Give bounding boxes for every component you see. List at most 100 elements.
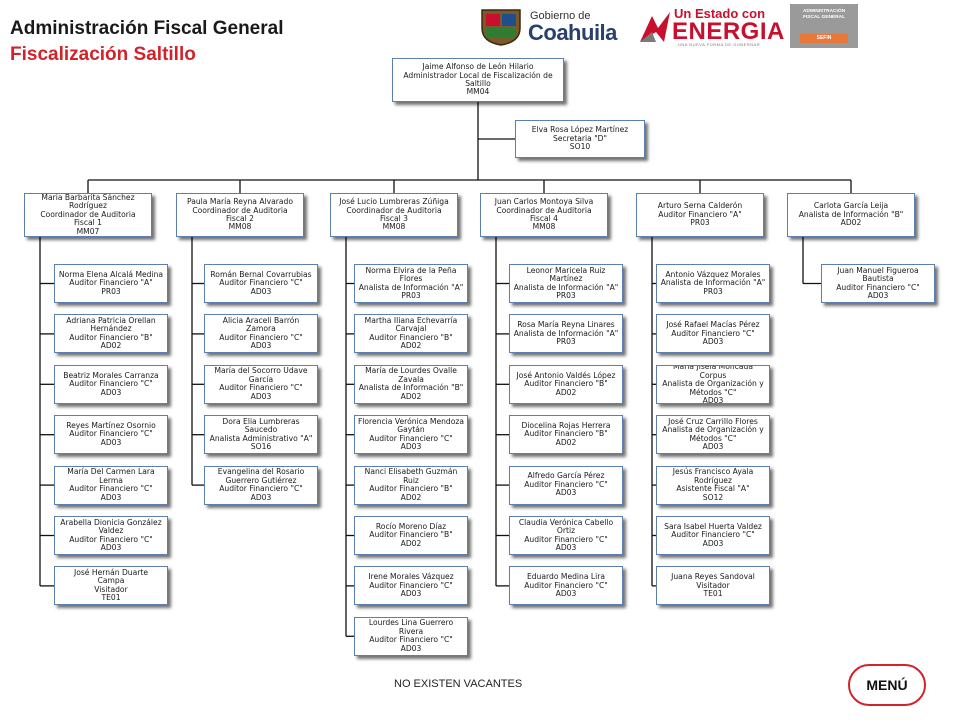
- box-line: Claudia Verónica Cabello: [518, 517, 614, 527]
- coahuila-shield-icon: [481, 9, 521, 46]
- box-line: MM08: [382, 222, 406, 232]
- box-line: AD03: [702, 538, 724, 548]
- sefin-line-2: FISCAL GENERAL: [802, 15, 846, 20]
- box-line: AD03: [250, 286, 272, 296]
- box-line: Valdez: [98, 526, 124, 536]
- box-line: María Del Carmen Lara: [67, 467, 155, 477]
- box-line: Secretaria "D": [552, 133, 608, 143]
- box-line: Analista de Organización y: [662, 425, 764, 435]
- box-line: Saltillo: [465, 79, 491, 88]
- box-line: Eduardo Medina Lira: [526, 572, 606, 582]
- box-line: Diocelina Rojas Herrera: [521, 421, 611, 431]
- box-line: Fiscal 2: [225, 214, 255, 223]
- box-line: Auditor Financiero "B": [369, 530, 453, 540]
- box-line: Román Bernal Covarrubias: [210, 269, 312, 279]
- box-line: AD03: [250, 341, 272, 351]
- box-line: Auditor Financiero "C": [219, 383, 303, 393]
- box-line: PR03: [556, 337, 576, 347]
- box-line: Auditor Financiero "B": [524, 379, 608, 389]
- box-line: AD03: [867, 290, 889, 300]
- box-line: García: [248, 374, 274, 384]
- box-line: Analista de Información "A": [513, 328, 619, 338]
- box-line: Lerma: [99, 475, 123, 485]
- box-line: Auditor Financiero "C": [671, 530, 755, 540]
- box-line: AD03: [702, 442, 724, 452]
- box-line: Jesús Francisco Ayala: [672, 467, 754, 477]
- box-line: Carlota García Leija: [813, 201, 889, 211]
- box-line: Auditor Financiero "A": [69, 278, 153, 288]
- box-line: AD03: [100, 387, 122, 397]
- box-line: AD03: [250, 391, 272, 401]
- box-line: José Lucio Lumbreras Zúñiga: [339, 197, 449, 207]
- box-line: Alicia Araceli Barrón Zamora: [222, 316, 300, 334]
- box-line: María Jisela Moncada Corpus: [673, 364, 753, 380]
- box-line: Dora Elia Lumbreras: [222, 416, 300, 426]
- box-line: Auditor Financiero "C": [369, 580, 453, 590]
- coahuila-name-text: Coahuila: [528, 20, 617, 45]
- box-line: AD02: [100, 341, 122, 351]
- box-line: Juana Reyes Sandoval: [671, 572, 755, 582]
- energia-main-text: ENERGIA: [672, 18, 785, 45]
- box-line: Arabella Dionicia González: [60, 517, 162, 527]
- box-line: Visitador: [696, 580, 730, 590]
- box-line: Auditor Financiero "C": [524, 534, 608, 544]
- box-line: Visitador: [94, 584, 128, 594]
- box-line: SO10: [569, 142, 591, 152]
- box-line: Fiscal 4: [529, 214, 559, 223]
- box-line: Rodríguez: [694, 475, 732, 485]
- box-line: Rodríguez: [69, 201, 107, 211]
- menu-button[interactable]: MENÚ: [848, 664, 926, 706]
- box-line: Auditor Financiero "A": [658, 209, 742, 219]
- box-line: Analista de Información "A": [660, 278, 766, 288]
- box-line: AD03: [250, 492, 272, 502]
- box-line: TE01: [703, 589, 723, 599]
- box-line: Ruiz: [403, 475, 419, 485]
- box-line: Irene Morales Vázquez: [368, 572, 454, 582]
- box-line: Analista de Información "B": [358, 383, 464, 393]
- box-line: MM08: [532, 222, 556, 232]
- energia-logo: Un Estado con ENERGIA UNA NUEVA FORMA DE…: [478, 4, 788, 48]
- box-line: AD02: [400, 538, 422, 548]
- sefin-line-1: ADMINISTRACIÓN: [802, 9, 846, 14]
- box-line: Analista de Organización y: [662, 379, 764, 389]
- box-line: Zavala: [398, 374, 424, 384]
- box-line: Métodos "C": [689, 433, 737, 443]
- box-line: Guerrero Gutiérrez: [225, 475, 297, 485]
- box-line: Auditor Financiero "C": [219, 484, 303, 494]
- box-line: Campa: [97, 576, 125, 586]
- box-line: José Cruz Carrillo Flores: [668, 416, 758, 426]
- box-line: PR03: [690, 218, 710, 228]
- box-line: Coordinador de Auditoria: [192, 205, 288, 215]
- box-line: MM08: [228, 222, 252, 232]
- box-line: Alfredo García Pérez: [527, 471, 605, 481]
- box-line: Norma Elena Alcalá Medina: [58, 269, 164, 279]
- box-line: Leonor Maricela Ruiz: [526, 265, 606, 275]
- box-line: PR03: [101, 286, 121, 296]
- coahuila-logo: Gobierno de Coahuila: [478, 4, 628, 48]
- box-line: AD03: [400, 589, 422, 599]
- logo-bar: Gobierno de Coahuila Un Estado con ENERG…: [478, 4, 858, 48]
- box-line: Martínez: [549, 274, 583, 284]
- box-line: Nanci Elisabeth Guzmán: [364, 467, 458, 477]
- box-line: Carvajal: [395, 324, 427, 334]
- box-line: María de Lourdes Ovalle: [365, 366, 457, 376]
- box-line: Fiscal 1: [73, 218, 103, 228]
